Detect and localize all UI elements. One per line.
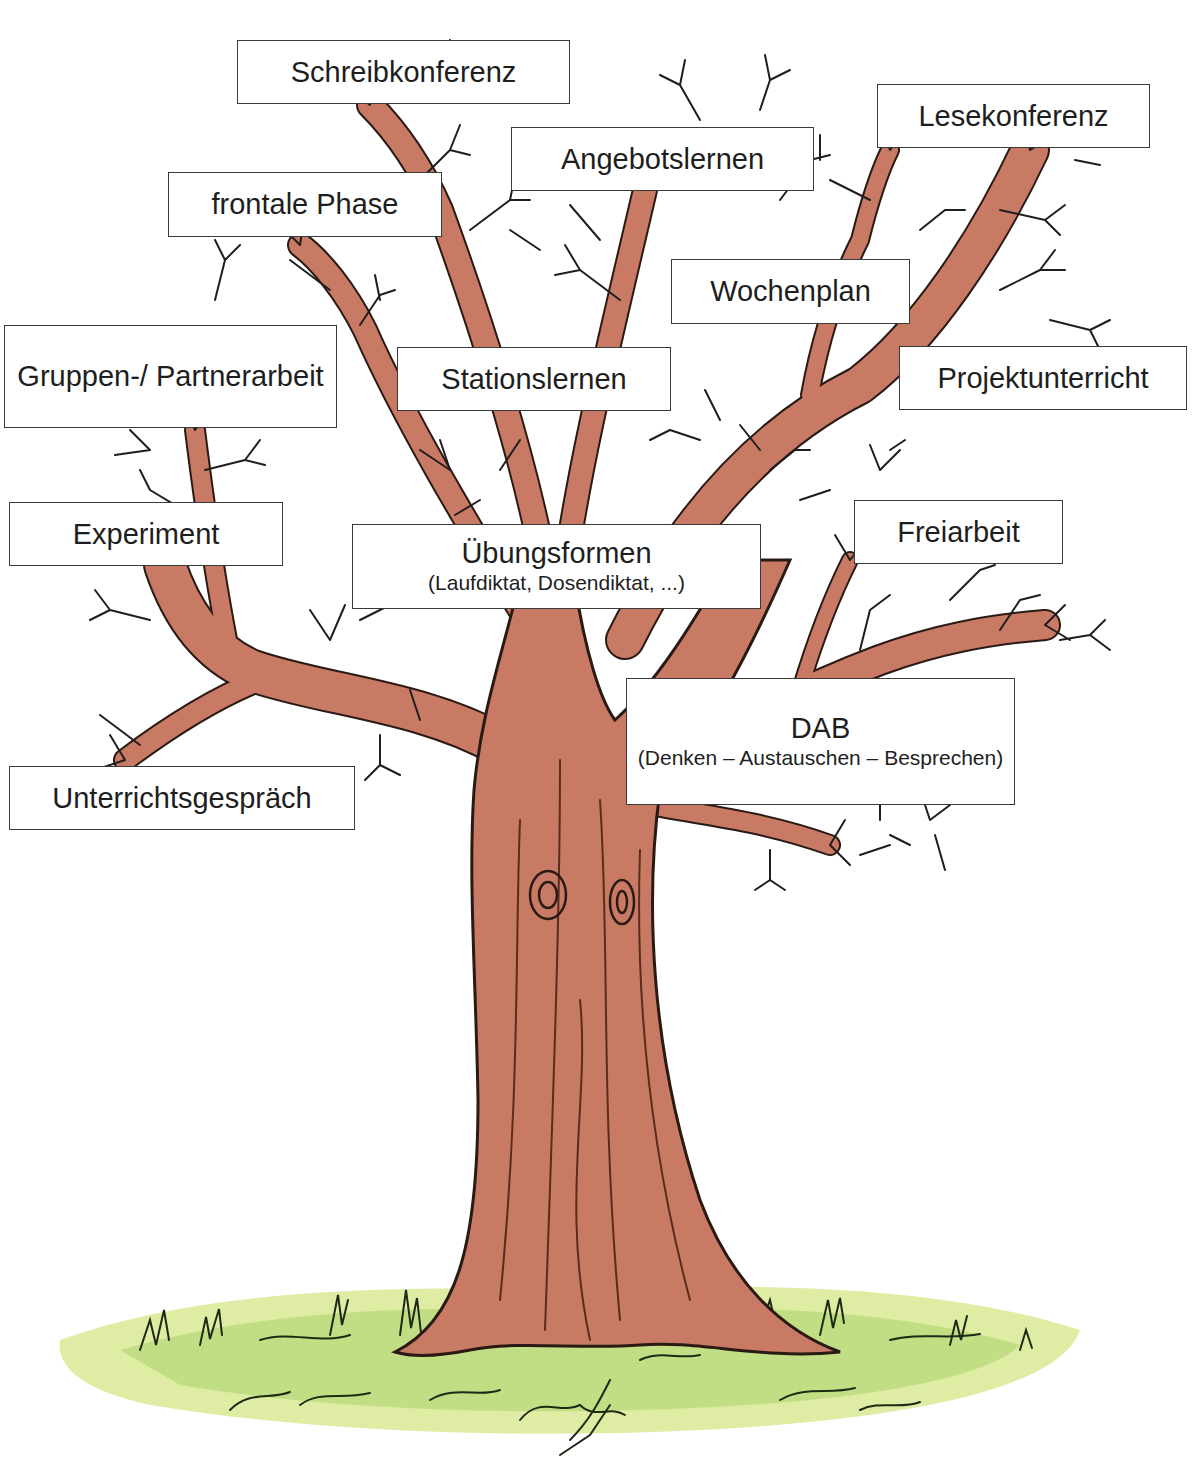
method-label-box: Übungsformen(Laufdiktat, Dosendiktat, ..… (352, 524, 761, 609)
method-name: DAB (791, 711, 851, 745)
method-label-box: Schreibkonferenz (237, 40, 570, 104)
method-name: Schreibkonferenz (291, 55, 517, 89)
method-name: Lesekonferenz (918, 99, 1108, 133)
method-label-box: frontale Phase (168, 172, 442, 237)
method-label-box: Wochenplan (671, 259, 910, 324)
method-label-box: Angebotslernen (511, 127, 814, 191)
method-label-box: Freiarbeit (854, 500, 1063, 564)
method-label-box: DAB(Denken – Austauschen – Besprechen) (626, 678, 1015, 805)
method-subtitle: (Laufdiktat, Dosendiktat, ...) (428, 570, 685, 596)
method-name: Experiment (73, 517, 220, 551)
method-label-box: Lesekonferenz (877, 84, 1150, 148)
method-name: Gruppen-/ Partnerarbeit (17, 359, 323, 393)
method-label-box: Unterrichtsgespräch (9, 766, 355, 830)
method-label-box: Gruppen-/ Partnerarbeit (4, 325, 337, 428)
method-name: Freiarbeit (897, 515, 1020, 549)
method-label-box: Projektunterricht (899, 346, 1187, 410)
method-name: Angebotslernen (561, 142, 764, 176)
method-name: Unterrichtsgespräch (52, 781, 312, 815)
method-name: Wochenplan (710, 274, 871, 308)
method-name: Übungsformen (461, 536, 651, 570)
method-subtitle: (Denken – Austauschen – Besprechen) (638, 745, 1003, 771)
method-name: frontale Phase (211, 187, 398, 221)
method-label-box: Stationslernen (397, 347, 671, 411)
method-name: Projektunterricht (937, 361, 1148, 395)
method-label-box: Experiment (9, 502, 283, 566)
method-name: Stationslernen (441, 362, 626, 396)
